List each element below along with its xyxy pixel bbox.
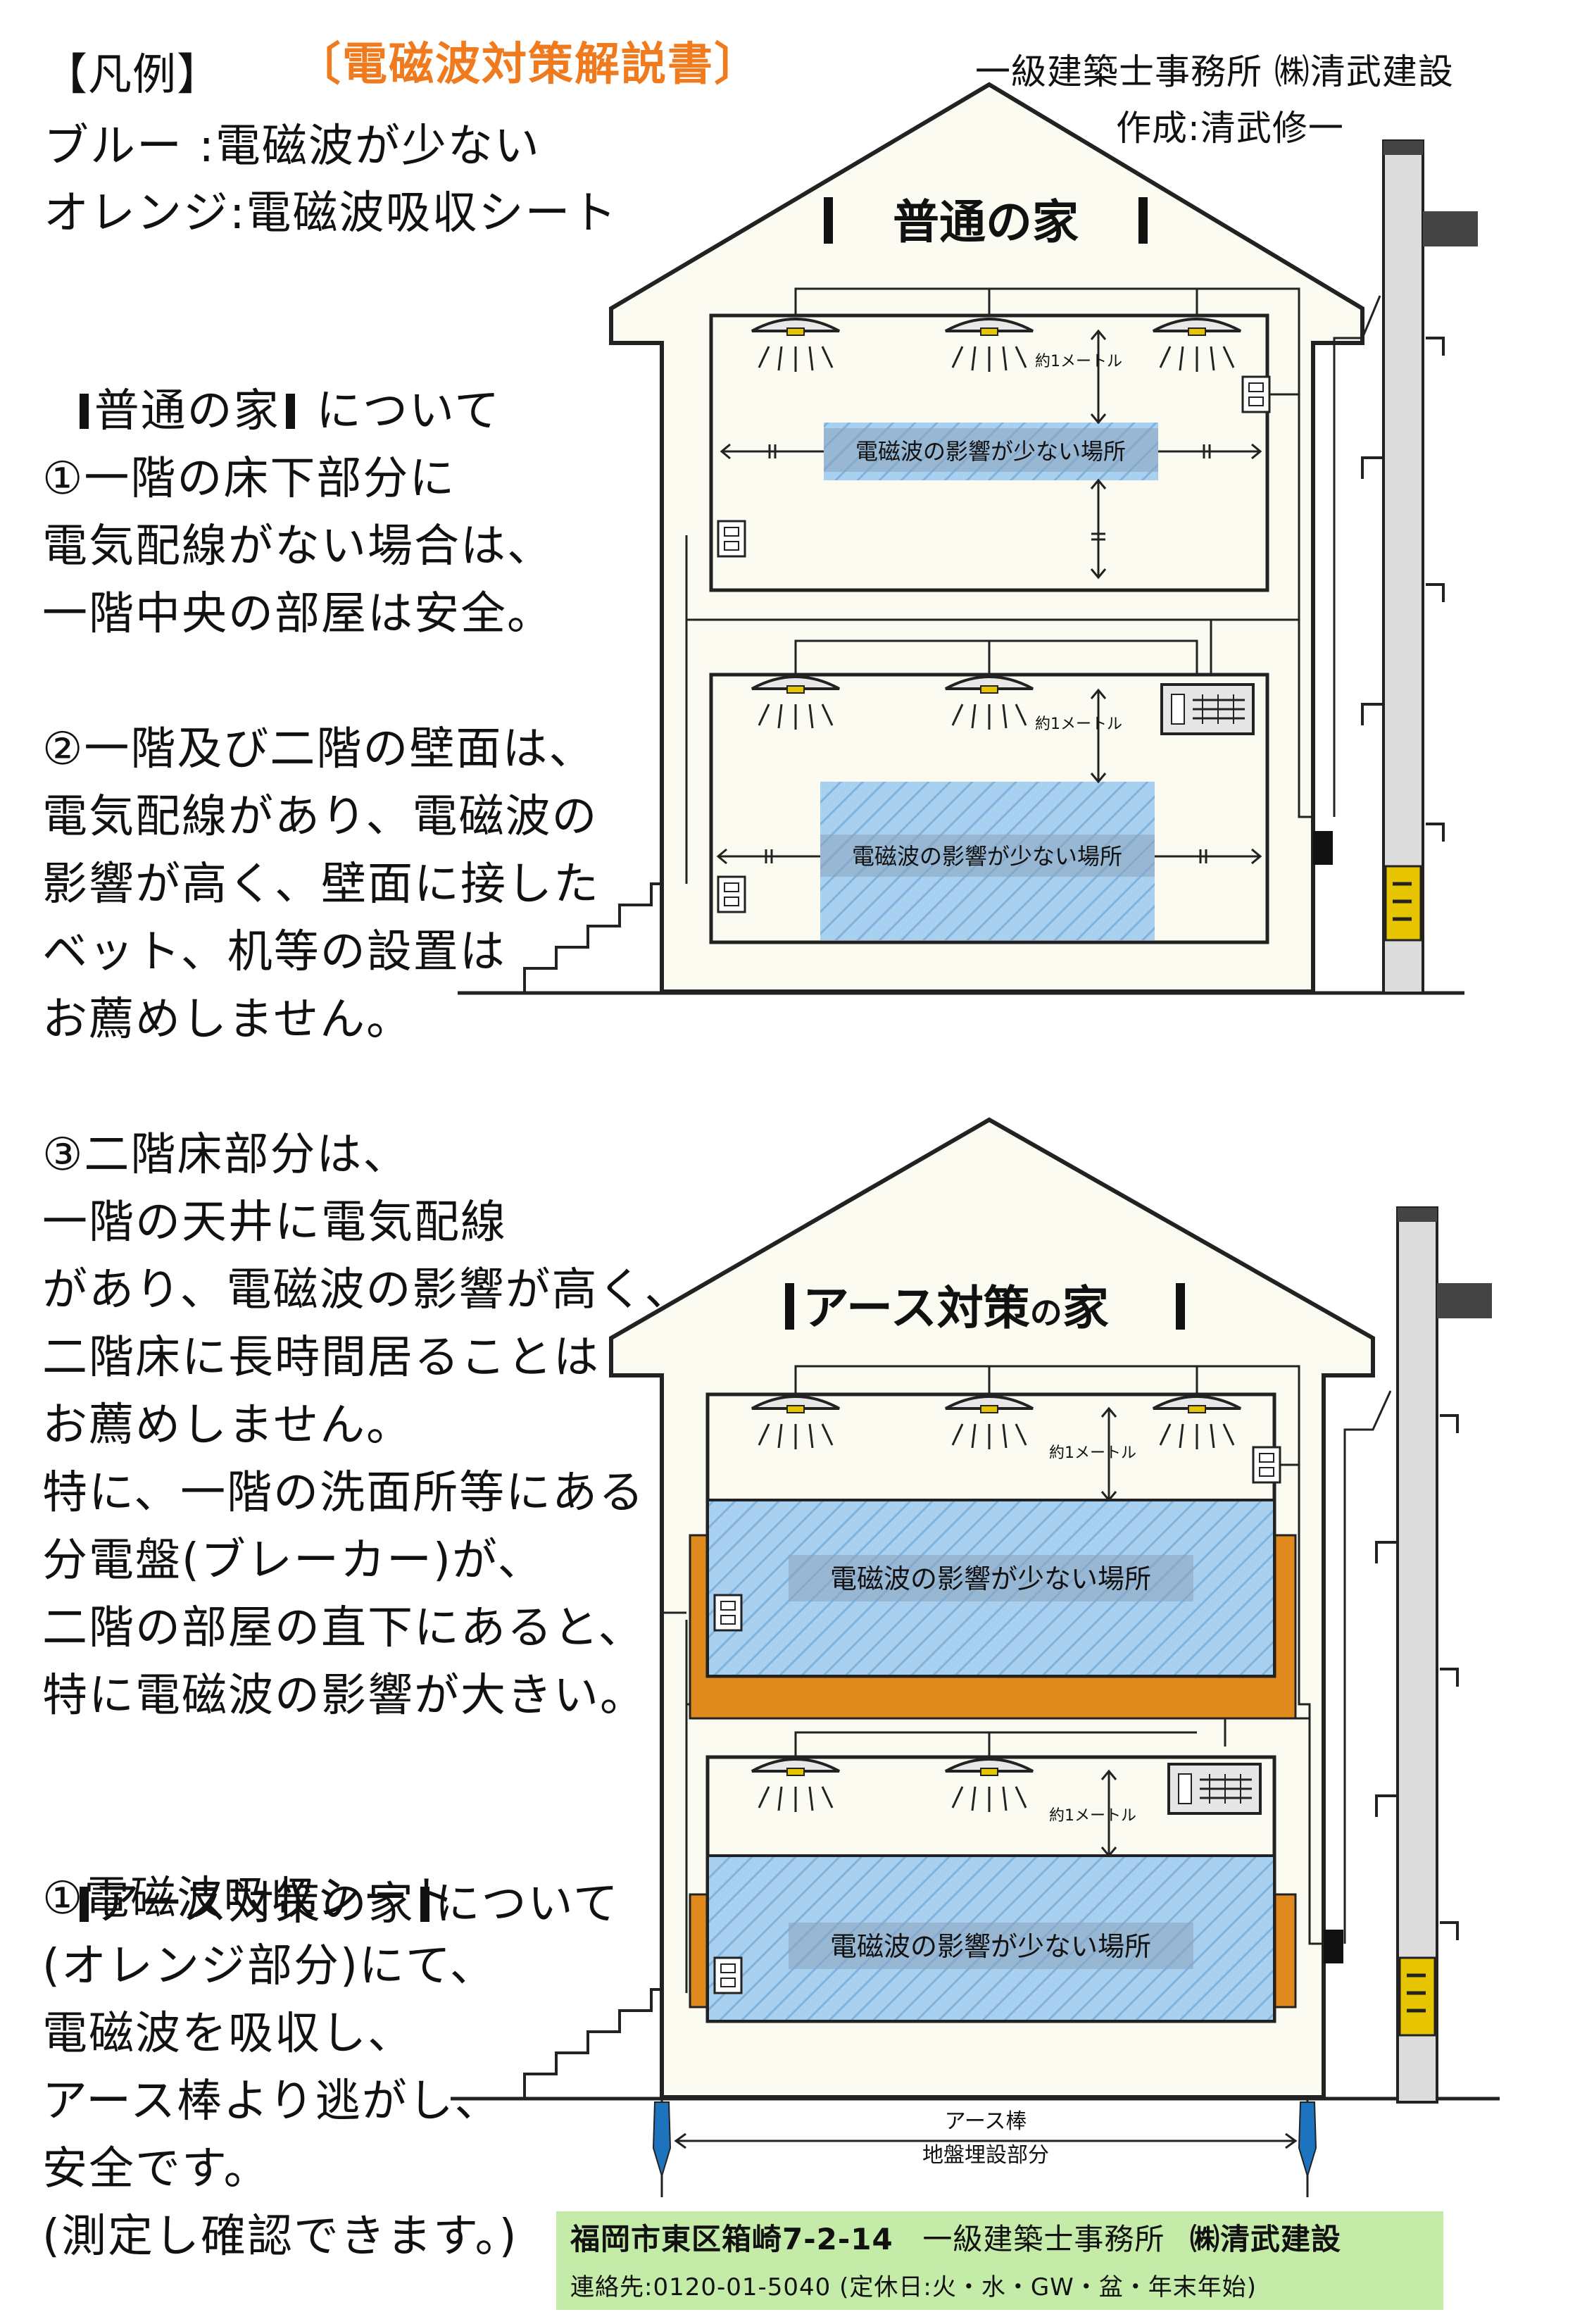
document-title: 〔電磁波対策解説書〕 xyxy=(296,39,760,91)
utility-pole xyxy=(1361,139,1478,994)
wall-outlet xyxy=(717,520,746,558)
title-mark xyxy=(785,1283,794,1330)
legend-orange: オレンジ:電磁波吸収シート xyxy=(44,187,618,239)
footer-contact: 連絡先:0120-01-5040 (定休日:火・水・GW・盆・年末年始) xyxy=(570,2273,1257,2301)
explanation-line: 一階の天井に電気配線 xyxy=(42,1197,507,1249)
meter-box xyxy=(1313,831,1333,865)
author: 作成:清武修一 xyxy=(1116,108,1344,149)
title-mark xyxy=(1176,1283,1185,1330)
footer-line-1: 福岡市東区箱崎7-2-14 一級建築士事務所 ㈱清武建設 xyxy=(570,2216,1341,2259)
zone-label-box xyxy=(789,1923,1193,1969)
zone-label-2f: 電磁波の影響が少ない場所 xyxy=(830,1563,1151,1594)
explanation-line: ベット、机等の設置は xyxy=(42,926,506,978)
zone-label-2f: 電磁波の影響が少ない場所 xyxy=(855,438,1126,465)
distance-arrow-2f xyxy=(1100,1406,1117,1502)
stairs xyxy=(523,1988,662,2097)
explanation-line: 二階床に長時間居ることは xyxy=(42,1332,600,1384)
heading-mark xyxy=(79,394,89,429)
title-mark xyxy=(1138,197,1148,244)
breaker-panel xyxy=(1167,1763,1262,1815)
firm-name: 一級建築士事務所 ㈱清武建設 xyxy=(975,51,1454,92)
zone-label-box xyxy=(789,1555,1193,1601)
house2-title-part: の xyxy=(1030,1294,1062,1332)
heading-mark xyxy=(79,1887,89,1922)
explanation-line: 安全です。 xyxy=(42,2143,270,2195)
explanation-line: お薦めしません。 xyxy=(42,994,413,1046)
breaker-panel xyxy=(1160,683,1255,735)
footer-firm: 一級建築士事務所 xyxy=(922,2222,1165,2256)
distance-arrows-1f xyxy=(716,688,1262,865)
explanation-line: (オレンジ部分)にて、 xyxy=(42,1940,496,1992)
distance-arrow-1f xyxy=(1100,1769,1117,1858)
footer-company: ㈱清武建設 xyxy=(1190,2222,1342,2256)
explanation-line: 分電盤(ブレーカー)が、 xyxy=(42,1535,544,1587)
earth-house-explanation: ①電磁波吸収シート (オレンジ部分)にて、 電磁波を吸収し、 アース棒より逃がし… xyxy=(42,1865,518,2270)
explanation-line: ①電磁波吸収シート xyxy=(42,1873,456,1925)
wall-outlet xyxy=(1241,375,1271,413)
footer-address: 福岡市東区箱崎7-2-14 xyxy=(570,2222,893,2256)
stairs xyxy=(523,882,662,992)
earth-house-heading-suffix: について xyxy=(434,1878,620,1930)
earth-rod-label: アース棒 xyxy=(945,2109,1027,2134)
distance-arrows-2f xyxy=(720,329,1262,580)
earth-rod-left xyxy=(652,2099,672,2197)
distance-label: 約1メートル xyxy=(1035,353,1122,370)
explanation-line: お薦めしません。 xyxy=(42,1399,413,1451)
earth-rod-arrow xyxy=(674,2132,1298,2149)
distance-label: 約1メートル xyxy=(1049,1444,1136,1462)
explanation-line: 影響が高く、壁面に接した xyxy=(42,858,600,911)
explanation-line: があり、電磁波の影響が高く、 xyxy=(42,1264,691,1316)
normal-house: 電磁波の影響が少ない場所 約1メートル 電磁波の影響が少ない場所 xyxy=(458,82,1478,995)
house1-title: 普通の家 xyxy=(893,195,1079,249)
earth-house-heading: アース対策の家 xyxy=(94,1878,415,1930)
zone-label-1f: 電磁波の影響が少ない場所 xyxy=(852,843,1122,870)
explanation-line: ③二階床部分は、 xyxy=(42,1129,410,1181)
zone-label-1f: 電磁波の影響が少ない場所 xyxy=(830,1931,1151,1962)
earth-rod-label: 地盤埋設部分 xyxy=(922,2143,1049,2168)
normal-house-heading-suffix: について xyxy=(316,385,501,437)
legend-title: 【凡例】 xyxy=(44,49,222,100)
wall-outlet xyxy=(713,1956,743,1994)
contact-footer: 福岡市東区箱崎7-2-14 一級建築士事務所 ㈱清武建設 連絡先:0120-01… xyxy=(556,2211,1443,2310)
zone-label-box xyxy=(820,835,1155,877)
explanation-line: ①一階の床下部分に xyxy=(42,453,456,505)
house2-title-part: 家 xyxy=(1062,1281,1109,1335)
wall-outlet xyxy=(1252,1446,1281,1484)
distance-label: 約1メートル xyxy=(1049,1807,1136,1825)
explanation-line: 電気配線があり、電磁波の xyxy=(42,791,598,843)
normal-house-explanation: ①一階の床下部分に 電気配線がない場合は、 一階中央の部屋は安全。 ②一階及び二… xyxy=(42,445,691,1730)
explanation-line: アース棒より逃がし、 xyxy=(42,2075,501,2128)
meter-box xyxy=(1324,1930,1343,1963)
heading-mark xyxy=(420,1887,429,1922)
explanation-line: 二階の部屋の直下にあると、 xyxy=(42,1602,645,1654)
house2-title: アース対策の家 xyxy=(803,1281,1109,1335)
explanation-line: ②一階及び二階の壁面は、 xyxy=(42,723,596,775)
normal-house-heading: 普通の家 xyxy=(94,385,280,437)
explanation-line: 電磁波を吸収し、 xyxy=(42,2008,414,2060)
explanation-line: 特に電磁波の影響が大きい。 xyxy=(42,1670,646,1722)
wall-outlet xyxy=(713,1594,743,1632)
explanation-line: 一階中央の部屋は安全。 xyxy=(42,588,553,640)
utility-pole xyxy=(1375,1206,1492,2104)
explanation-line: 電気配線がない場合は、 xyxy=(42,520,553,573)
zone-label-box xyxy=(824,428,1158,472)
wiring xyxy=(685,287,1381,884)
explanation-line: (測定し確認できます。) xyxy=(42,2211,518,2263)
earth-house-section-heading: アース対策の家について xyxy=(42,1803,620,1938)
earth-countermeasure-house: 電磁波の影響が少ない場所 約1メートル 電磁波の影響が少ない場所 約1メートル xyxy=(451,1117,1500,2197)
heading-mark xyxy=(285,394,295,429)
normal-house-section-heading: 普通の家 について xyxy=(42,310,501,445)
wall-outlet xyxy=(717,875,746,913)
explanation-line: 特に、一階の洗面所等にある xyxy=(42,1467,646,1519)
distance-label: 約1メートル xyxy=(1035,716,1122,733)
house2-title-part: アース対策 xyxy=(803,1281,1030,1335)
earth-rod-right xyxy=(1298,2099,1317,2197)
legend-blue: ブルー :電磁波が少ない xyxy=(44,120,541,173)
title-mark xyxy=(824,197,833,244)
